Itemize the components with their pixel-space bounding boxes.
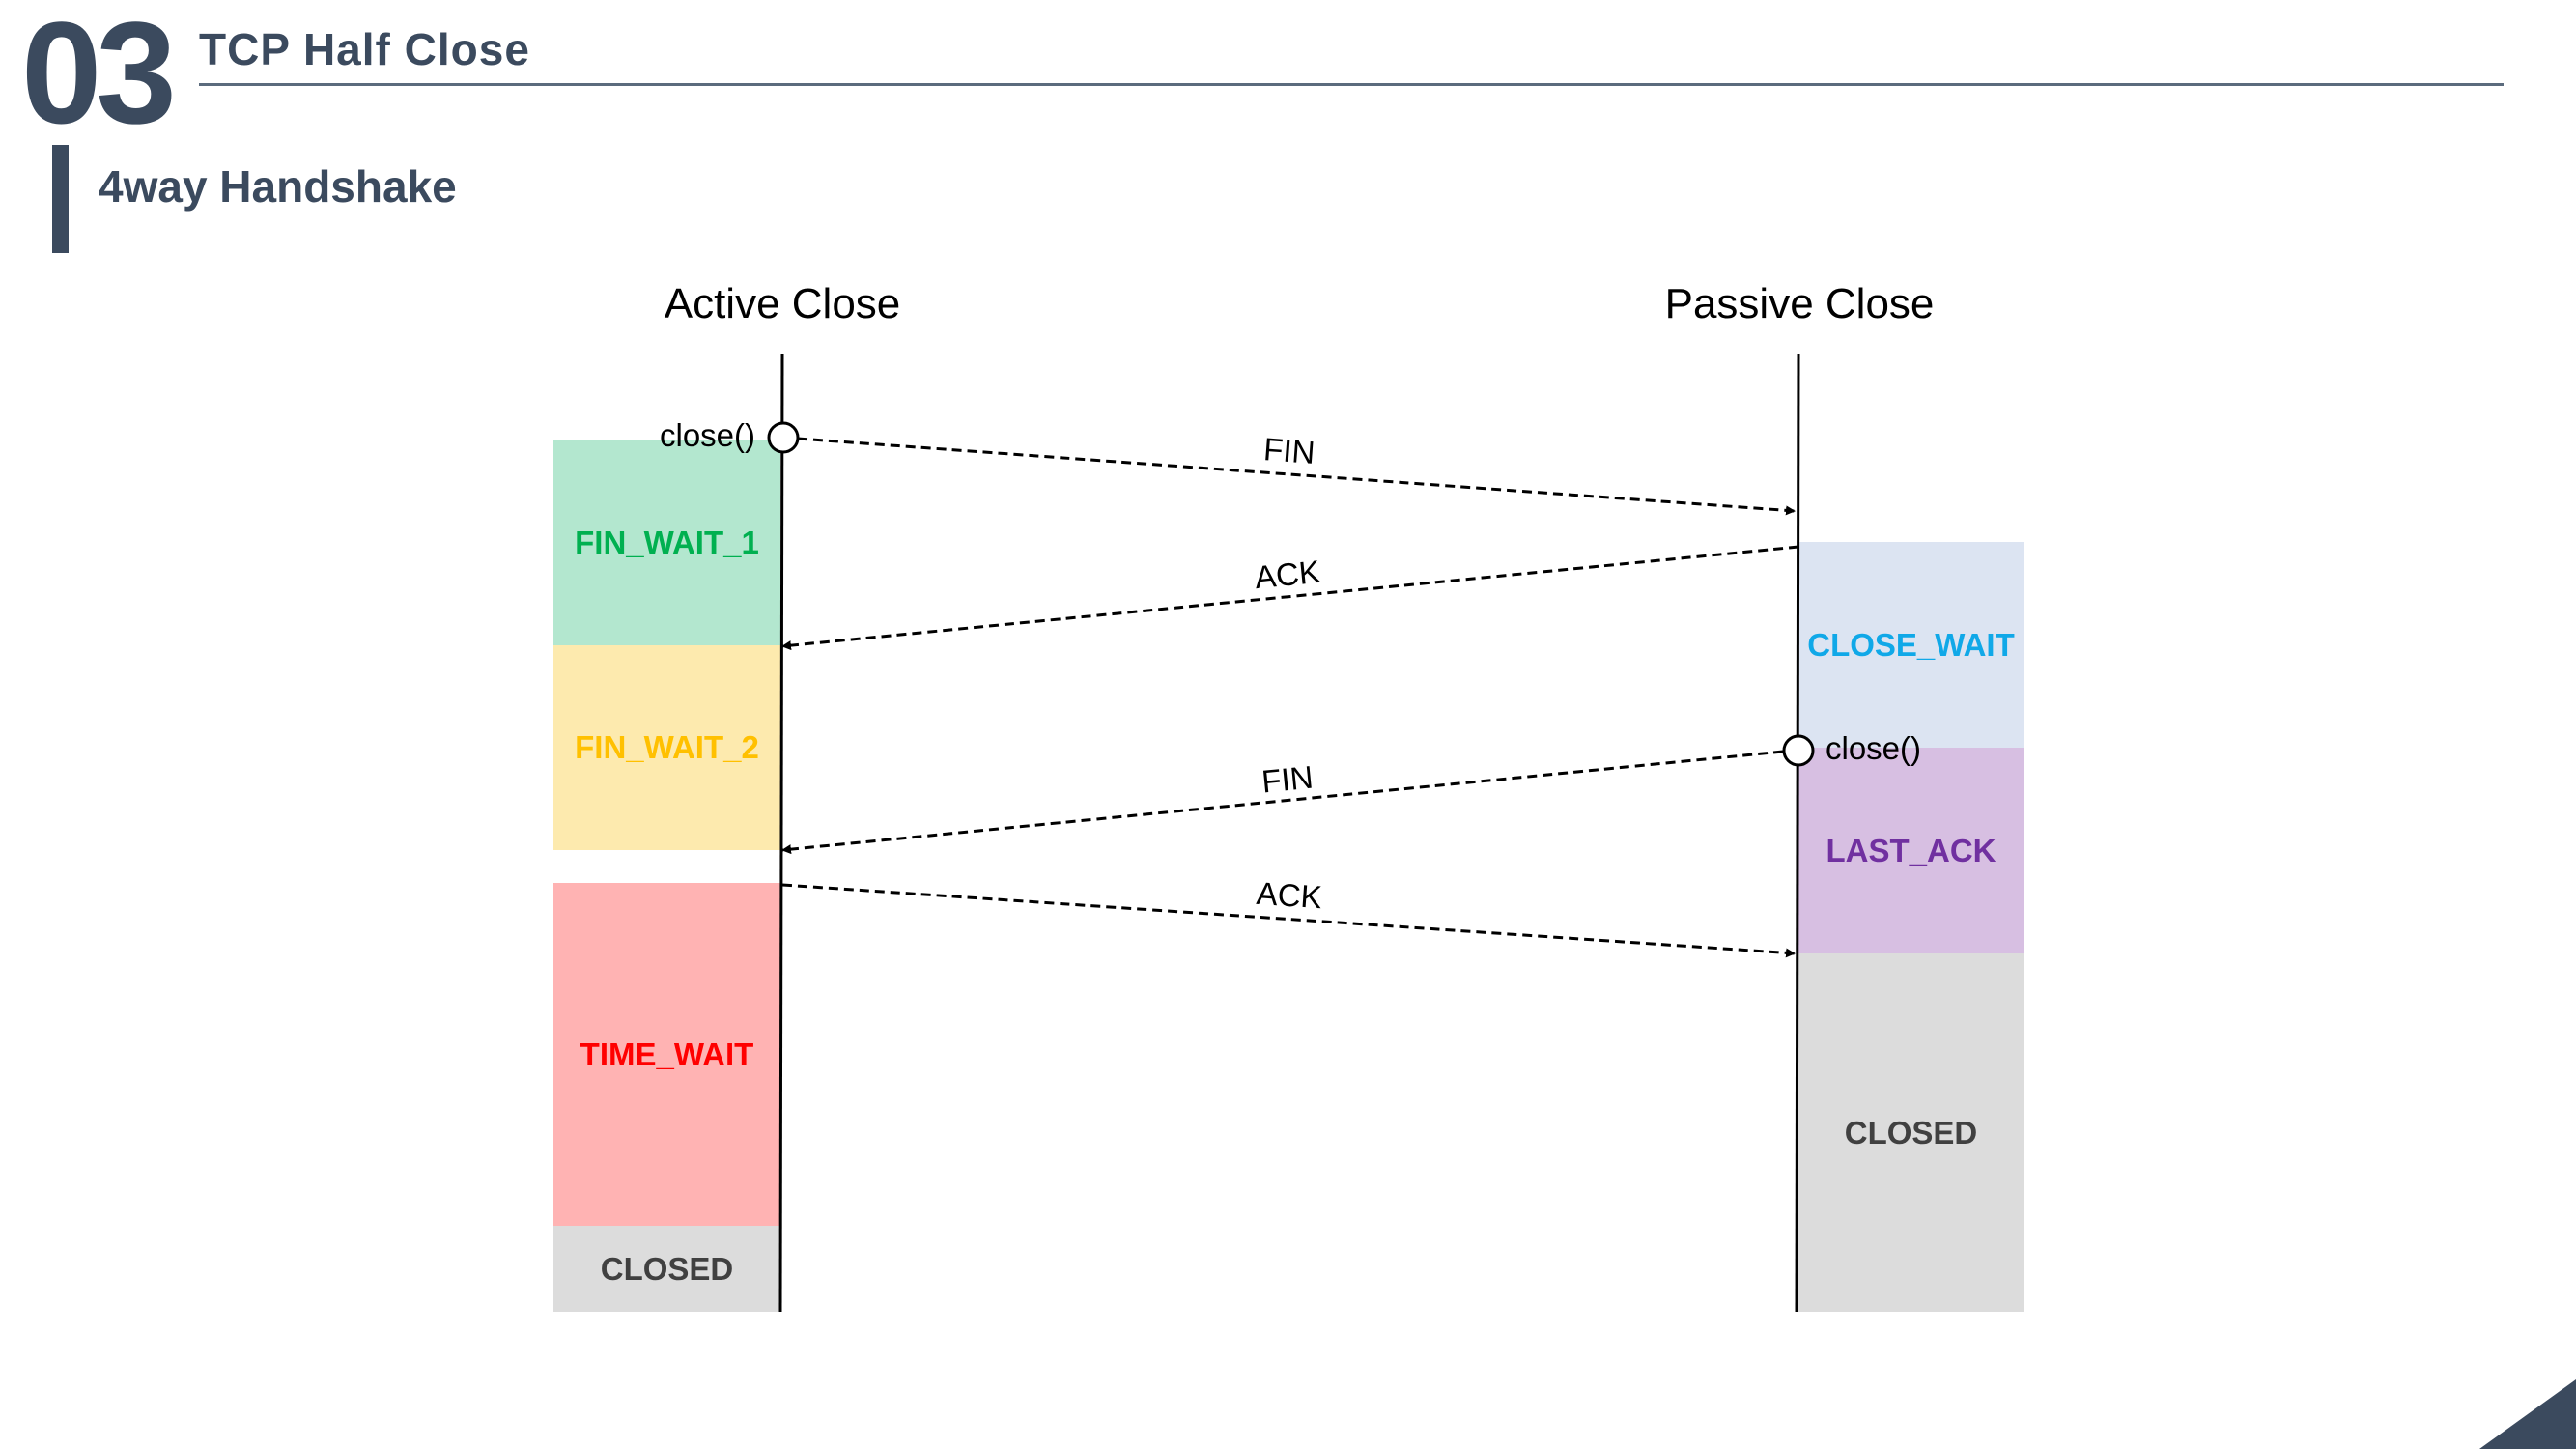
active-close-call-label: close() (660, 417, 755, 453)
message-label: ACK (1253, 554, 1321, 595)
state-last-ack: LAST_ACK (1798, 748, 2024, 953)
fin-arrow-1 (797, 437, 1796, 516)
state-fin-wait-1: FIN_WAIT_1 (553, 440, 780, 645)
state-label: FIN_WAIT_2 (575, 729, 759, 765)
state-fin-wait-2: FIN_WAIT_2 (553, 645, 780, 850)
header-divider (199, 83, 2504, 86)
state-time-wait: TIME_WAIT (553, 883, 780, 1226)
state-close-wait: CLOSE_WAIT (1798, 542, 2024, 748)
section-number: 03 (21, 0, 177, 154)
state-label: FIN_WAIT_1 (575, 525, 759, 560)
subtitle: 4way Handshake (99, 161, 457, 212)
ack-arrow-1 (781, 545, 1799, 651)
state-label: TIME_WAIT (580, 1036, 754, 1072)
passive-close-title: Passive Close (1664, 280, 1935, 327)
state-label: LAST_ACK (1826, 832, 1996, 868)
active-close-call-marker (767, 421, 800, 454)
passive-lifeline (1795, 353, 1800, 1313)
message-label: FIN (1260, 759, 1316, 800)
active-lifeline (778, 353, 784, 1313)
section-title: TCP Half Close (199, 24, 530, 74)
active-close-title: Active Close (664, 280, 901, 327)
corner-decoration (2479, 1379, 2576, 1449)
passive-close-call-label: close() (1826, 730, 1921, 766)
state-closed-active: CLOSED (553, 1226, 780, 1312)
fin-arrow-2 (781, 750, 1784, 855)
subtitle-accent-bar (52, 145, 69, 253)
passive-close-call-marker (1782, 734, 1815, 767)
state-closed-passive: CLOSED (1798, 953, 2024, 1312)
message-label: FIN (1262, 431, 1316, 470)
message-label: ACK (1256, 875, 1323, 916)
state-label: CLOSED (1844, 1114, 1978, 1151)
state-label: CLOSED (600, 1250, 734, 1287)
state-label: CLOSE_WAIT (1807, 626, 2015, 663)
